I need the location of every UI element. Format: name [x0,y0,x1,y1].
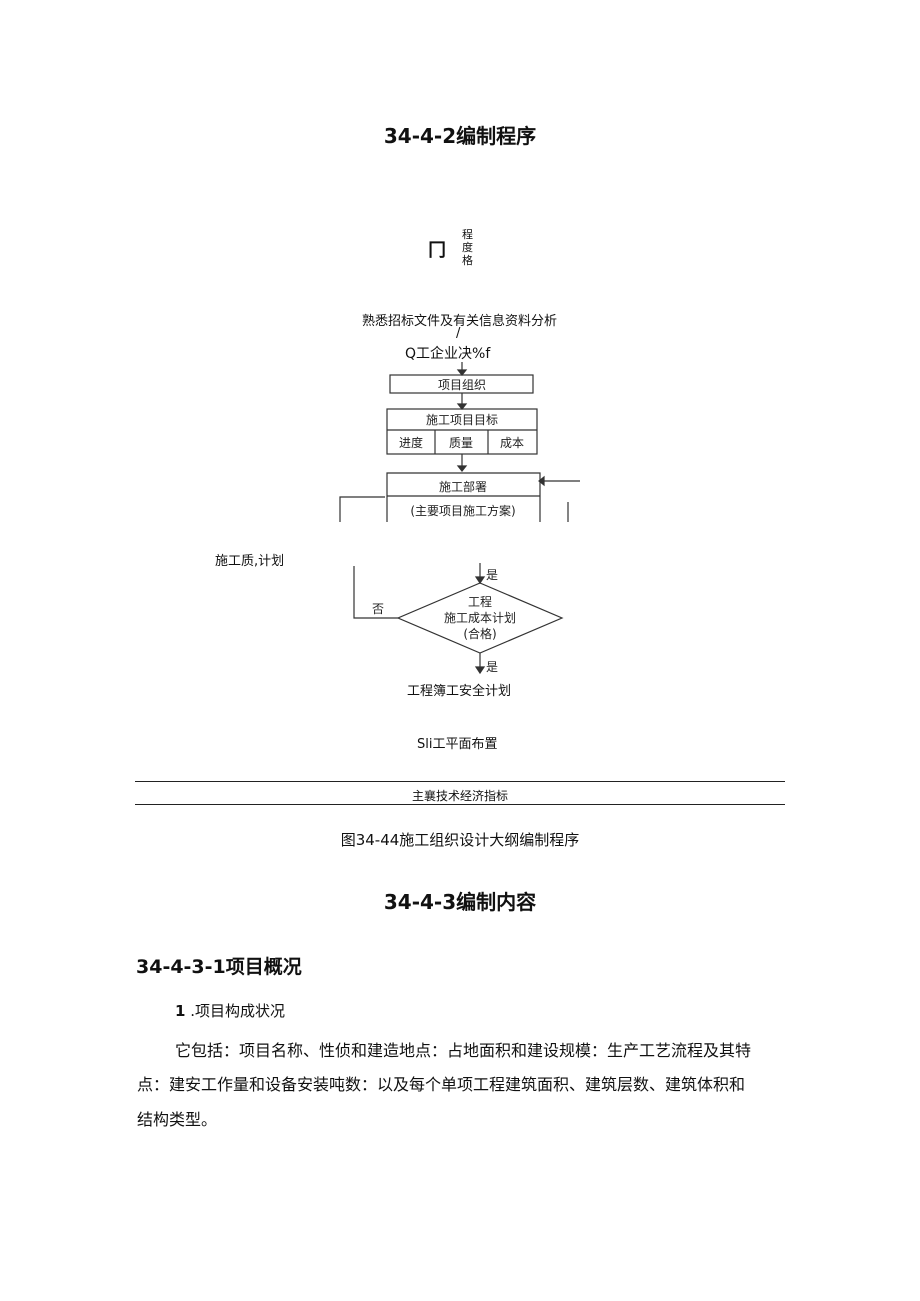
goal-part-cost: 成本 [500,436,524,450]
arrow-head [456,465,468,472]
section-title: 34-4-2编制程序 [383,124,537,148]
yes-top-label: 是 [486,568,498,582]
top-mark: 冂 [428,240,446,261]
paragraph-line-2: 点：建安工作量和设备安装吨数：以及每个单项工程建筑面积、建筑层数、建筑体积和 [137,1075,746,1094]
flowchart-top: 项目组织 施工项目目标 进度 质量 成本 施工部署 (主要项目施工方案) [339,362,580,522]
item-number: 1 [175,1002,186,1020]
goal-part-progress: 进度 [399,435,423,450]
divider-line [135,804,785,805]
quality-plan: 施工质,计划 [215,554,285,569]
item-label: .项目构成状况 [190,1002,285,1020]
vertical-char: 程 [462,228,473,241]
box-deploy-label: 施工部署 [439,479,487,494]
arrow-head [474,666,486,675]
step-analyze: 熟悉招标文件及有关信息资料分析 [362,314,558,329]
flowchart-diamond: 是 否 工程 施工成本计划 (合格) 是 [353,563,564,675]
arrow-head [456,403,468,410]
safety-plan: 工程簿工安全计划 [407,684,512,699]
box-org-label: 项目组织 [438,378,486,392]
goal-part-quality: 质量 [449,436,473,450]
yes-bottom-label: 是 [486,660,498,674]
divider-line [135,781,785,782]
content-title: 34-4-3编制内容 [383,890,537,914]
arrow-head [474,576,486,585]
sub-title: 34-4-3-1项目概况 [136,956,302,978]
vertical-char: 度 [462,241,473,254]
site-layout: Sli工平面布置 [417,737,498,752]
paragraph-line-1: 它包括：项目名称、性侦和建造地点：占地面积和建设规模：生产工艺流程及其特 [175,1041,752,1060]
no-label: 否 [372,602,384,616]
step-decision: Q工企业决%f [405,346,491,362]
diamond-line-3: (合格) [463,626,496,641]
arrow-head [456,369,468,376]
loop-line [339,496,385,522]
no-loop-line [353,566,398,619]
vertical-char: 格 [462,254,473,267]
arrow-head [538,475,545,487]
indicators-label: 主襄技术经济指标 [411,789,508,803]
box-deploy-frame [386,472,541,522]
paragraph-line-3: 结构类型。 [137,1110,218,1129]
item-heading: 1 .项目构成状况 [175,1000,285,1021]
slash-mark: / [456,326,461,341]
box-goal-label: 施工项目目标 [426,413,498,427]
top-vertical-text: 程 度 格 [462,228,476,267]
diamond-line-2: 施工成本计划 [444,611,516,625]
figure-caption: 图34-44施工组织设计大纲编制程序 [340,831,580,849]
diamond-line-1: 工程 [468,594,492,609]
box-plan-label: (主要项目施工方案) [410,503,515,518]
